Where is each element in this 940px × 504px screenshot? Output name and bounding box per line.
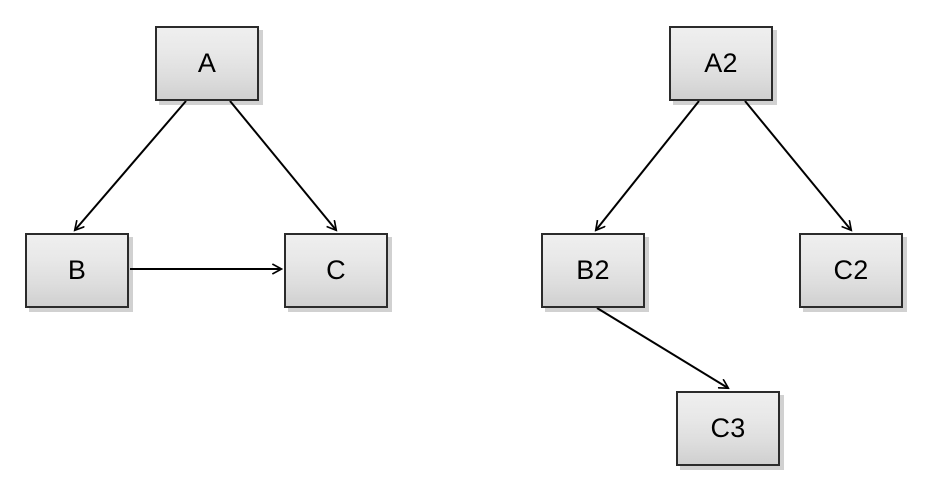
edge-a-to-b (75, 100, 187, 230)
node-label: C3 (710, 413, 746, 443)
node-b2[interactable]: B2 (541, 233, 645, 308)
node-label: C2 (833, 255, 869, 285)
node-label: C (326, 255, 346, 285)
node-c[interactable]: C (284, 233, 388, 308)
node-a[interactable]: A (155, 26, 259, 101)
node-label: B2 (576, 255, 610, 285)
edge-a2-to-b2 (596, 100, 700, 230)
node-c2[interactable]: C2 (799, 233, 903, 308)
node-label: A2 (704, 48, 738, 78)
edge-a-to-c (229, 100, 336, 230)
node-a2[interactable]: A2 (669, 26, 773, 101)
node-b[interactable]: B (25, 233, 129, 308)
edge-b2-to-c3 (596, 307, 728, 388)
node-c3[interactable]: C3 (676, 391, 780, 466)
edge-a2-to-c2 (744, 100, 851, 230)
node-label: B (67, 255, 87, 285)
node-label: A (197, 48, 217, 78)
